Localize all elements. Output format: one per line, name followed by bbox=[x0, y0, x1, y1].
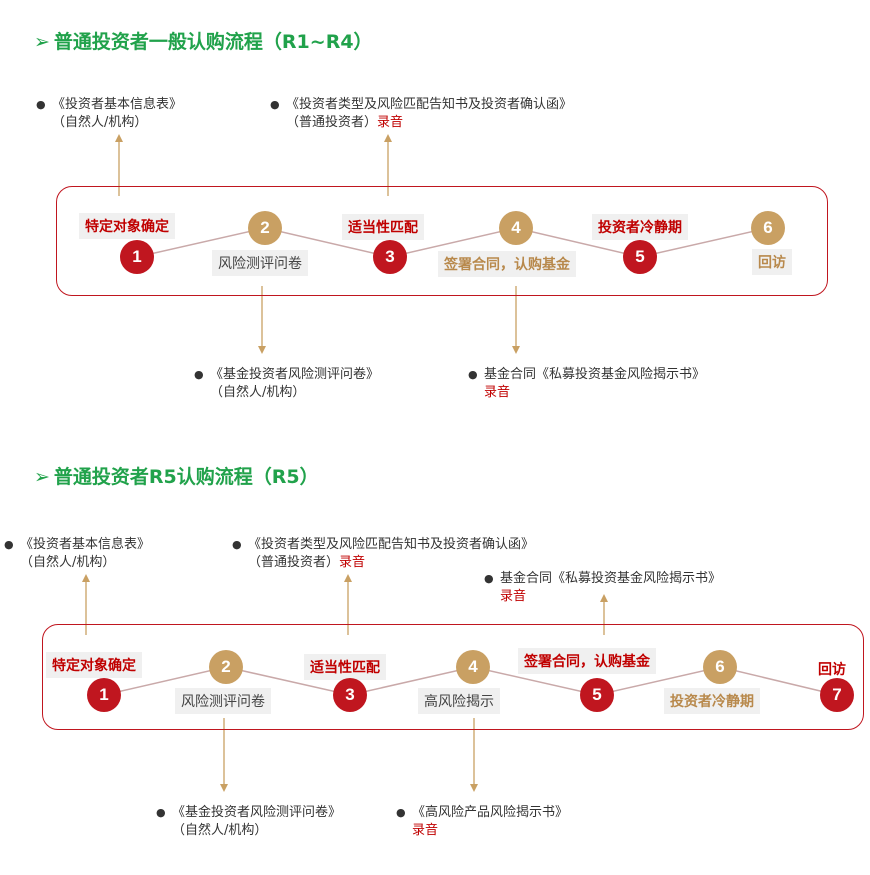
bullet-dot-icon: ● bbox=[484, 572, 494, 585]
flow2-step-3: 3 bbox=[333, 678, 367, 712]
bullet-dot-icon: ● bbox=[36, 98, 46, 111]
flow1-label-2: 风险测评问卷 bbox=[212, 250, 308, 276]
doc-line: 《基金投资者风险测评问卷》 bbox=[172, 805, 342, 820]
doc-line: （自然人/机构） bbox=[210, 385, 306, 400]
flow2-doc-4: ● 《基金投资者风险测评问卷》 （自然人/机构） bbox=[156, 804, 342, 840]
flow2-label-6: 投资者冷静期 bbox=[664, 688, 760, 714]
doc-line: （普通投资者） bbox=[248, 555, 340, 570]
flow2-label-3: 适当性匹配 bbox=[304, 654, 386, 680]
doc-line: （自然人/机构） bbox=[172, 823, 268, 838]
recording-tag: 录音 bbox=[412, 823, 439, 838]
bullet-dot-icon: ● bbox=[232, 538, 242, 551]
doc-line: （自然人/机构） bbox=[52, 115, 148, 130]
flow2-doc-1: ● 《投资者基本信息表》 （自然人/机构） bbox=[4, 536, 151, 572]
bullet-dot-icon: ● bbox=[270, 98, 280, 111]
flow1-step-5: 5 bbox=[623, 240, 657, 274]
flow1-label-1: 特定对象确定 bbox=[79, 213, 175, 239]
flow1-step-3: 3 bbox=[373, 240, 407, 274]
bullet-dot-icon: ● bbox=[468, 368, 478, 381]
flow1-doc-4: ● 基金合同《私募投资基金风险揭示书》 录音 bbox=[468, 366, 706, 402]
flow2-title: ➢普通投资者R5认购流程（R5） bbox=[34, 462, 319, 489]
flow1-step-2: 2 bbox=[248, 211, 282, 245]
doc-line: 《投资者类型及风险匹配告知书及投资者确认函》 bbox=[248, 537, 535, 552]
doc-line: 《基金投资者风险测评问卷》 bbox=[210, 367, 380, 382]
flow1-doc-2: ● 《投资者类型及风险匹配告知书及投资者确认函》 （普通投资者）录音 bbox=[270, 96, 573, 132]
recording-tag: 录音 bbox=[339, 555, 366, 570]
arrow-right-icon: ➢ bbox=[34, 466, 50, 488]
bullet-dot-icon: ● bbox=[396, 806, 406, 819]
flow1-step-6: 6 bbox=[751, 211, 785, 245]
flow2-doc-5: ● 《高风险产品风险揭示书》 录音 bbox=[396, 804, 569, 840]
doc-line: 《投资者基本信息表》 bbox=[52, 97, 183, 112]
recording-tag: 录音 bbox=[484, 385, 511, 400]
recording-tag: 录音 bbox=[377, 115, 404, 130]
flow2-label-4: 高风险揭示 bbox=[418, 688, 500, 714]
bullet-dot-icon: ● bbox=[4, 538, 14, 551]
arrow-right-icon: ➢ bbox=[34, 31, 50, 53]
flow1-label-4: 签署合同，认购基金 bbox=[438, 251, 576, 277]
flow2-label-7: 回访 bbox=[812, 656, 852, 682]
flow2-step-1: 1 bbox=[87, 678, 121, 712]
doc-line: （普通投资者） bbox=[286, 115, 378, 130]
flow2-frame bbox=[42, 624, 864, 730]
flow1-label-6: 回访 bbox=[752, 249, 792, 275]
flow1-step-1: 1 bbox=[120, 240, 154, 274]
doc-line: 《投资者基本信息表》 bbox=[20, 537, 151, 552]
flow1-frame bbox=[56, 186, 828, 296]
doc-line: 《高风险产品风险揭示书》 bbox=[412, 805, 569, 820]
flow1-label-5: 投资者冷静期 bbox=[592, 214, 688, 240]
bullet-dot-icon: ● bbox=[156, 806, 166, 819]
doc-line: 《投资者类型及风险匹配告知书及投资者确认函》 bbox=[286, 97, 573, 112]
flow2-step-4: 4 bbox=[456, 650, 490, 684]
flow2-step-6: 6 bbox=[703, 650, 737, 684]
flow2-step-7: 7 bbox=[820, 678, 854, 712]
recording-tag: 录音 bbox=[500, 589, 527, 604]
flow2-step-5: 5 bbox=[580, 678, 614, 712]
doc-line: 基金合同《私募投资基金风险揭示书》 bbox=[500, 571, 722, 586]
flow1-doc-1: ● 《投资者基本信息表》 （自然人/机构） bbox=[36, 96, 183, 132]
flow1-label-3: 适当性匹配 bbox=[342, 214, 424, 240]
flow2-title-text: 普通投资者R5认购流程（R5） bbox=[53, 466, 319, 488]
doc-line: （自然人/机构） bbox=[20, 555, 116, 570]
flow2-doc-2: ● 《投资者类型及风险匹配告知书及投资者确认函》 （普通投资者）录音 bbox=[232, 536, 535, 572]
flow1-title-text: 普通投资者一般认购流程（R1~R4） bbox=[53, 31, 373, 53]
flow1-step-4: 4 bbox=[499, 211, 533, 245]
flow1-zigzag-line bbox=[136, 227, 769, 258]
flow2-label-5: 签署合同，认购基金 bbox=[518, 648, 656, 674]
flow2-label-2: 风险测评问卷 bbox=[175, 688, 271, 714]
flow2-doc-3: ● 基金合同《私募投资基金风险揭示书》 录音 bbox=[484, 570, 722, 606]
flow2-label-1: 特定对象确定 bbox=[46, 652, 142, 678]
bullet-dot-icon: ● bbox=[194, 368, 204, 381]
flow1-doc-3: ● 《基金投资者风险测评问卷》 （自然人/机构） bbox=[194, 366, 380, 402]
flow2-step-2: 2 bbox=[209, 650, 243, 684]
doc-line: 基金合同《私募投资基金风险揭示书》 bbox=[484, 367, 706, 382]
flow1-title: ➢普通投资者一般认购流程（R1~R4） bbox=[34, 27, 373, 54]
